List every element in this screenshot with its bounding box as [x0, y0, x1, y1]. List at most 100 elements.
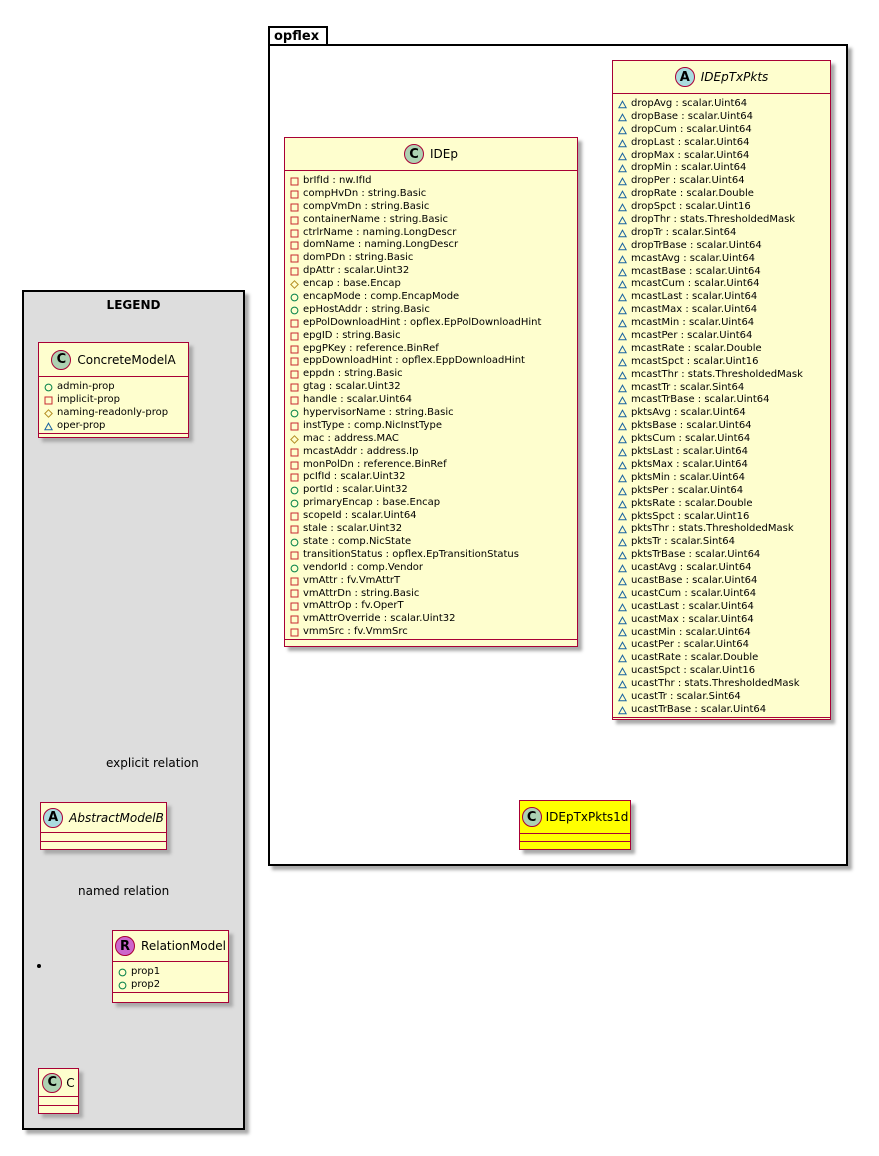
package-marker-icon [618, 628, 631, 637]
attribute-row: ucastMin : scalar.Uint64 [618, 627, 830, 640]
private-marker-icon [290, 589, 303, 598]
attribute-row: mcastThr : stats.ThresholdedMask [618, 369, 830, 382]
package-marker-icon [618, 306, 631, 315]
private-marker-icon [290, 267, 303, 276]
private-marker-icon [290, 383, 303, 392]
package-marker-icon [618, 577, 631, 586]
package-marker-icon [618, 151, 631, 161]
attribute-row: ucastCum : scalar.Uint64 [618, 588, 830, 601]
abstract-stereotype-icon: A [674, 67, 695, 87]
package-marker-icon [618, 448, 631, 457]
attribute-text: epgID : string.Basic [303, 329, 401, 341]
class-abstract-model-b[interactable]: A AbstractModelB [40, 802, 167, 850]
private-marker-icon [290, 422, 303, 431]
class-c[interactable]: C C [38, 1068, 79, 1114]
attribute-row: ucastRate : scalar.Double [618, 652, 830, 665]
attribute-text: pktsBase : scalar.Uint64 [631, 420, 752, 432]
attribute-text: mcastCum : scalar.Uint64 [631, 278, 760, 290]
package-marker-icon [618, 125, 631, 135]
class-name: ConcreteModelA [77, 352, 176, 367]
public-marker-icon [290, 499, 303, 508]
attribute-text: ctrlrName : naming.LongDescr [303, 226, 457, 238]
attribute-text: instType : comp.NicInstType [303, 419, 442, 431]
package-marker-icon [618, 267, 631, 277]
attribute-text: pktsAvg : scalar.Uint64 [631, 407, 746, 419]
attribute-text: domName : naming.LongDescr [303, 239, 459, 251]
attribute-text: ucastRate : scalar.Double [631, 652, 759, 664]
attribute-text: pcIfId : scalar.Uint32 [303, 471, 406, 483]
package-marker-icon [618, 383, 631, 393]
attribute-text: dropPer : scalar.Uint64 [631, 175, 745, 187]
private-marker-icon [290, 615, 303, 624]
attribute-row: mcastPer : scalar.Uint64 [618, 330, 830, 343]
attribute-text: epPolDownloadHint : opflex.EpPolDownload… [303, 316, 542, 328]
class-name: IDEpTxPkts [700, 70, 769, 84]
attribute-text: ucastPer : scalar.Uint64 [631, 639, 749, 651]
attribute-text: eppDownloadHint : opflex.EppDownloadHint [303, 355, 525, 367]
class-idep-tx-pkts-1d[interactable]: C IDEpTxPkts1d [519, 800, 631, 850]
attribute-text: vmAttrOp : fv.OperT [303, 600, 404, 612]
attribute-text: vmAttrOverride : scalar.Uint32 [303, 613, 456, 625]
attribute-text: dropThr : stats.ThresholdedMask [631, 214, 796, 226]
attribute-row: pktsTrBase : scalar.Uint64 [618, 549, 830, 562]
attribute-row: mcastSpct : scalar.Uint16 [618, 356, 830, 369]
attribute-row: compVmDn : string.Basic [290, 201, 577, 214]
attribute-text: mcastRate : scalar.Double [631, 342, 762, 354]
private-marker-icon [290, 396, 303, 405]
class-name: C [66, 1075, 75, 1090]
private-marker-icon [290, 357, 303, 366]
package-marker-icon [618, 486, 631, 496]
attribute-text: ucastTrBase : scalar.Uint64 [631, 703, 767, 715]
package-name: opflex [274, 29, 320, 44]
operation-list-empty [113, 993, 228, 1001]
package-marker-icon [618, 254, 631, 264]
attribute-row: dpAttr : scalar.Uint32 [290, 265, 577, 278]
attribute-text: mcastTrBase : scalar.Uint64 [631, 394, 770, 406]
class-stereotype-icon: C [42, 1072, 63, 1093]
attribute-text: vmmSrc : fv.VmmSrc [303, 626, 408, 638]
attribute-text: ucastTr : scalar.Sint64 [631, 690, 741, 702]
package-marker-icon [618, 113, 631, 122]
attribute-row: admin-prop [44, 381, 188, 394]
package-marker-icon [618, 138, 631, 148]
relation-junction-dot [37, 964, 41, 968]
attribute-text: state : comp.NicState [303, 535, 412, 547]
attribute-text: brIfId : nw.IfId [303, 175, 372, 186]
attribute-row: pktsThr : stats.ThresholdedMask [618, 523, 830, 536]
attribute-text: containerName : string.Basic [303, 213, 448, 225]
package-marker-icon [618, 409, 631, 418]
attribute-text: vendorId : comp.Vendor [303, 561, 424, 573]
attribute-row: dropCum : scalar.Uint64 [618, 124, 830, 137]
attribute-text: dropRate : scalar.Double [631, 188, 754, 200]
attribute-row: implicit-prop [44, 394, 188, 407]
package-marker-icon [618, 525, 631, 534]
package-marker-icon [618, 319, 631, 328]
attribute-row: dropMax : scalar.Uint64 [618, 150, 830, 163]
attribute-list-empty [39, 1097, 78, 1106]
package-marker-icon [618, 422, 631, 431]
attribute-text: prop1 [131, 966, 161, 977]
package-marker-icon [618, 435, 631, 444]
attribute-text: pktsMax : scalar.Uint64 [631, 458, 748, 470]
class-name: RelationModel [141, 939, 226, 953]
attribute-text: ucastThr : stats.ThresholdedMask [631, 678, 800, 690]
package-marker-icon [618, 551, 631, 560]
attribute-text: ucastCum : scalar.Uint64 [631, 587, 757, 599]
attribute-row: containerName : string.Basic [290, 214, 577, 227]
attribute-row: pktsPer : scalar.Uint64 [618, 485, 830, 498]
attribute-text: pktsLast : scalar.Uint64 [631, 446, 749, 458]
attribute-row: dropBase : scalar.Uint64 [618, 111, 830, 124]
explicit-relation-label: explicit relation [106, 756, 199, 770]
private-marker-icon [290, 602, 303, 611]
attribute-text: mcastMax : scalar.Uint64 [631, 304, 758, 316]
attribute-text: domPDn : string.Basic [303, 252, 414, 264]
protected-marker-icon [290, 280, 303, 289]
public-marker-icon [290, 486, 303, 495]
attribute-text: encap : base.Encap [303, 278, 401, 290]
